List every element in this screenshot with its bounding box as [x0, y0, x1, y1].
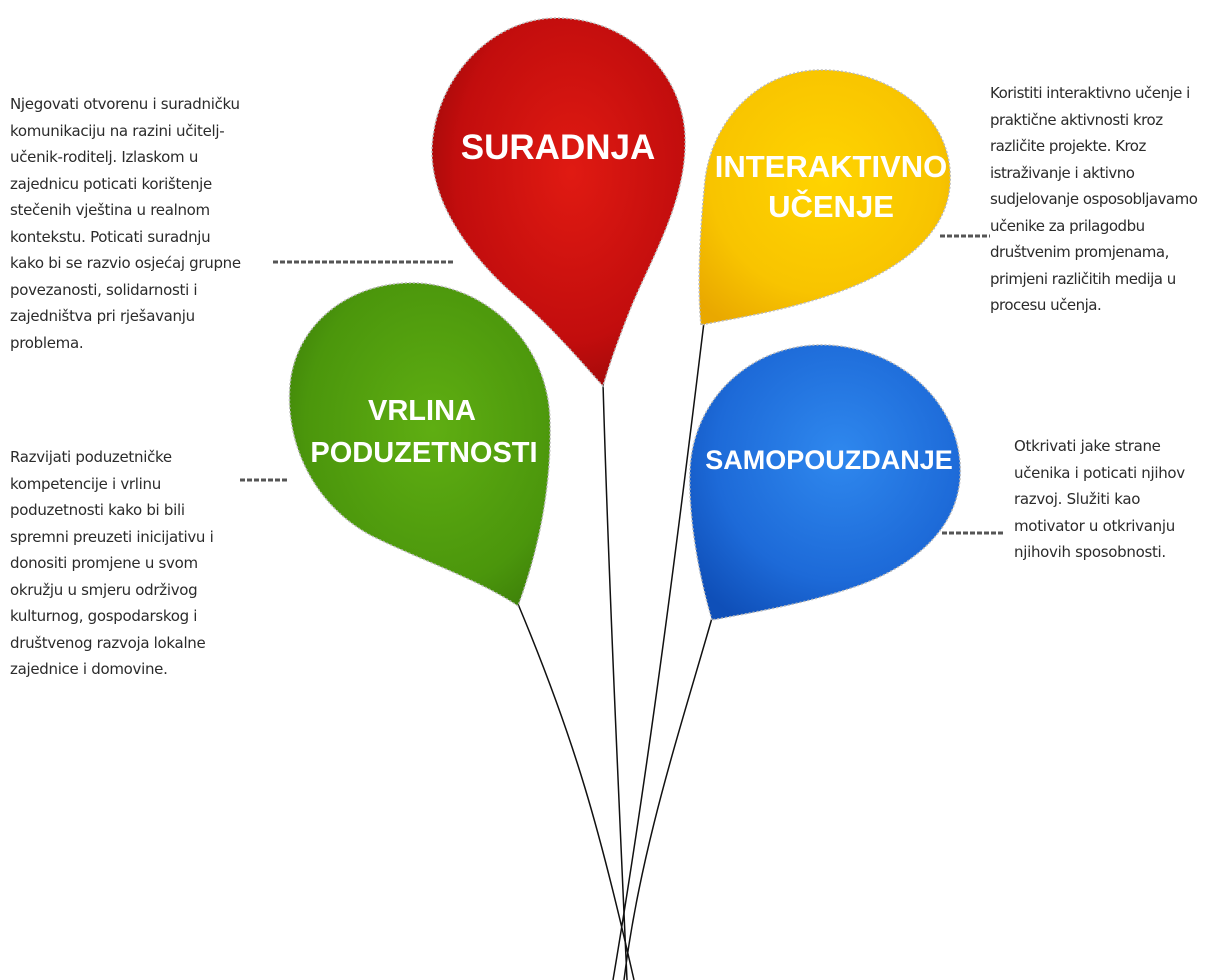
description-samopouzdanje: Otkrivati jake strane učenika i poticati… [1014, 433, 1194, 566]
description-interaktivno-text: Koristiti interaktivno učenje i praktičn… [990, 84, 1198, 314]
description-vrlina: Razvijati poduzetničke kompetencije i vr… [10, 444, 232, 683]
description-vrlina-text: Razvijati poduzetničke kompetencije i vr… [10, 448, 214, 678]
label-samopouzdanje: SAMOPOUZDANJE [705, 445, 953, 475]
balloon-strings [517, 321, 713, 980]
string-yellow [612, 321, 705, 980]
balloon-samopouzdanje [689, 344, 961, 621]
connector-lines [240, 234, 1003, 535]
balloon-suradnja [431, 17, 686, 388]
label-interaktivno-line1: INTERAKTIVNO [715, 149, 948, 184]
label-suradnja: SURADNJA [461, 128, 655, 167]
label-vrlina-line2: PODUZETNOSTI [310, 437, 537, 469]
description-suradnja-text: Njegovati otvorenu i suradničku komunika… [10, 95, 241, 352]
string-red [602, 382, 628, 980]
string-green [517, 603, 635, 980]
balloon-interaktivno [698, 69, 951, 326]
description-samopouzdanje-text: Otkrivati jake strane učenika i poticati… [1014, 437, 1185, 561]
description-interaktivno: Koristiti interaktivno učenje i praktičn… [990, 80, 1220, 319]
label-interaktivno-line2: UČENJE [768, 188, 894, 224]
label-vrlina-line1: VRLINA [368, 395, 476, 427]
balloon-vrlina [288, 282, 551, 608]
description-suradnja: Njegovati otvorenu i suradničku komunika… [10, 91, 248, 356]
string-blue [623, 617, 713, 980]
